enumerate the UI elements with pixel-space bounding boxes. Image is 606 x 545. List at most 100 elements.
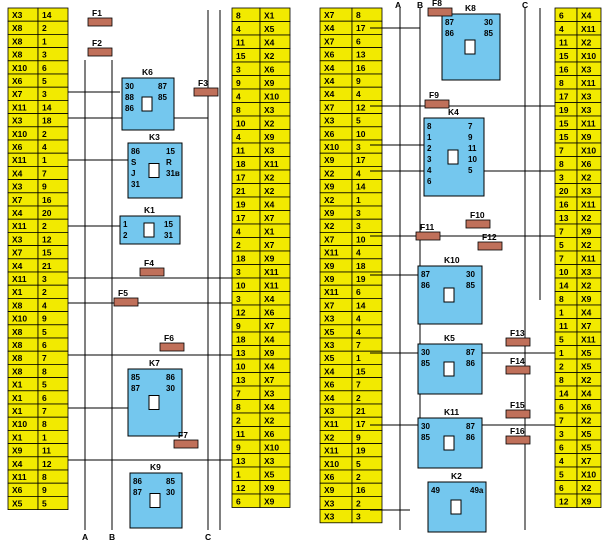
- pin-cell: X9: [264, 78, 275, 88]
- pin-cell: 13: [356, 50, 366, 60]
- pin-cell: X9: [264, 483, 275, 493]
- pin-cell: 10: [356, 129, 366, 139]
- pin-cell: 10: [236, 361, 246, 371]
- pin-cell: X2: [324, 195, 335, 205]
- pin-cell: X6: [264, 307, 275, 317]
- pin-cell: X3: [581, 267, 592, 277]
- pin-cell: 9: [42, 314, 47, 324]
- pin-cell: X9: [324, 485, 335, 495]
- pin-cell: X3: [324, 406, 335, 416]
- pin-cell: 6: [42, 340, 47, 350]
- pin-cell: 2: [236, 240, 241, 250]
- pin-cell: X1: [12, 406, 23, 416]
- pin-cell: 6: [559, 10, 564, 20]
- pin-cell: X10: [12, 314, 27, 324]
- pin-cell: 14: [42, 102, 52, 112]
- bus-label: C: [522, 0, 528, 10]
- pin-cell: 6: [559, 483, 564, 493]
- fuse-label: F9: [429, 90, 439, 100]
- pin-cell: X4: [264, 361, 275, 371]
- pin-cell: X4: [324, 89, 335, 99]
- pin-cell: 21: [42, 261, 52, 271]
- pin-cell: X3: [324, 314, 335, 324]
- pin-cell: 19: [236, 199, 246, 209]
- pin-cell: 8: [356, 10, 361, 20]
- pin-cell: 3: [236, 64, 241, 74]
- pin-cell: 18: [42, 116, 52, 126]
- pin-cell: 7: [356, 380, 361, 390]
- pin-cell: X5: [581, 361, 592, 371]
- pin-cell: X9: [12, 446, 23, 456]
- pin-cell: X9: [264, 348, 275, 358]
- pin-cell: 13: [236, 375, 246, 385]
- pin-cell: 9: [236, 442, 241, 452]
- pin-cell: X11: [12, 221, 27, 231]
- pin-cell: X4: [324, 63, 335, 73]
- pin-cell: 3: [42, 274, 47, 284]
- pin-cell: 17: [356, 23, 366, 33]
- pin-cell: X2: [324, 168, 335, 178]
- pin-cell: 7: [356, 340, 361, 350]
- relay-pin: 30: [166, 488, 175, 497]
- pin-cell: X11: [324, 287, 339, 297]
- relay-pin: 87: [466, 348, 475, 357]
- relay-pin: 49: [431, 486, 440, 495]
- relay-label: K6: [142, 67, 153, 77]
- pin-cell: 6: [236, 496, 241, 506]
- pin-cell: X11: [581, 334, 596, 344]
- fuse-label: F2: [92, 38, 102, 48]
- pin-cell: X11: [581, 199, 596, 209]
- relay-pin: 85: [158, 93, 167, 102]
- relay-pin: 87: [445, 18, 454, 27]
- pin-cell: X6: [324, 472, 335, 482]
- pin-cell: 2: [356, 472, 361, 482]
- pin-cell: 19: [559, 105, 569, 115]
- pin-cell: X6: [264, 64, 275, 74]
- pin-cell: 6: [42, 63, 47, 73]
- pin-cell: X4: [324, 366, 335, 376]
- pin-cell: X2: [264, 51, 275, 61]
- pin-cell: 3: [236, 267, 241, 277]
- relay-pin: J: [131, 169, 135, 178]
- relay-pin: 87: [421, 270, 430, 279]
- pin-cell: 21: [356, 406, 366, 416]
- pin-cell: 20: [42, 208, 52, 218]
- pin-cell: X3: [12, 116, 23, 126]
- pin-cell: X9: [324, 274, 335, 284]
- relay-pin: 31: [131, 180, 140, 189]
- pin-cell: 18: [356, 261, 366, 271]
- relay-pin: 85: [131, 373, 140, 382]
- pin-cell: X4: [264, 199, 275, 209]
- pin-cell: X6: [581, 402, 592, 412]
- bus-label: A: [82, 532, 88, 542]
- pin-cell: X2: [581, 375, 592, 385]
- pin-cell: 1: [42, 36, 47, 46]
- pin-cell: X3: [324, 512, 335, 522]
- pin-cell: X10: [12, 419, 27, 429]
- connector-row: 3 X6: [231, 61, 291, 76]
- pin-cell: 1: [356, 195, 361, 205]
- pin-cell: X10: [581, 145, 596, 155]
- pin-cell: 1: [356, 353, 361, 363]
